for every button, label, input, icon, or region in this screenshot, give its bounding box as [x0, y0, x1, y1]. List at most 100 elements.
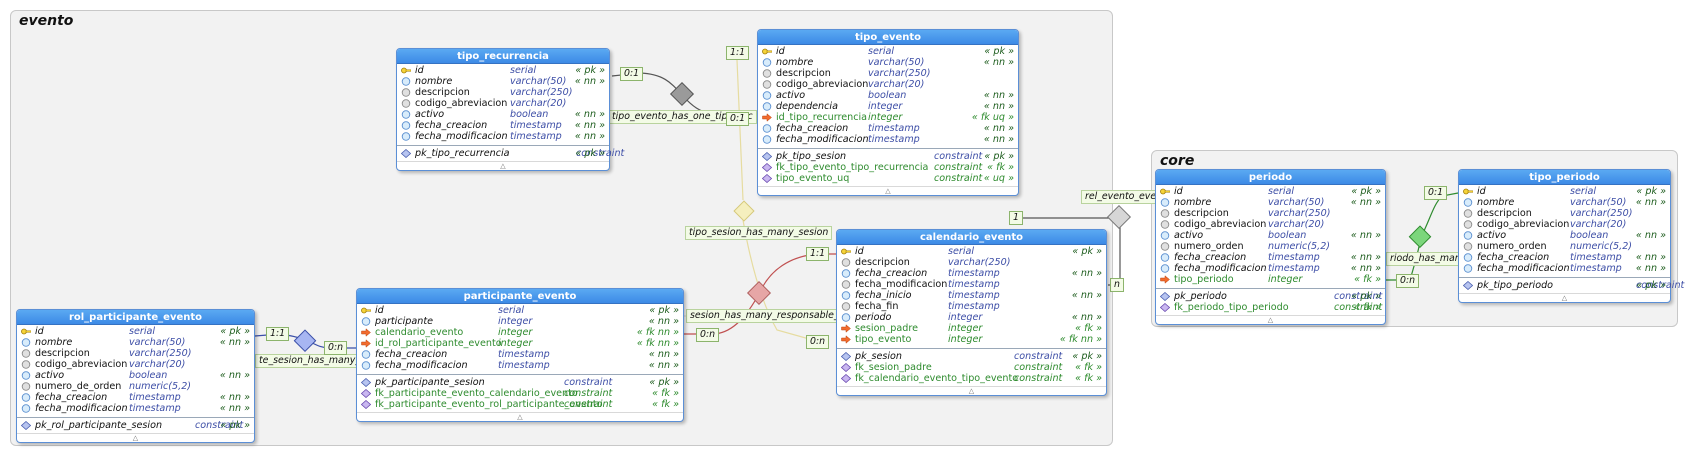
rel-label-periodo-has-many[interactable]: riodo_has_many_ — [1386, 252, 1475, 266]
rel-diamond-gray-self[interactable] — [1106, 204, 1132, 230]
collapse-toggle-icon[interactable]: △ — [1459, 293, 1670, 302]
table-header[interactable]: tipo_periodo — [1459, 170, 1670, 185]
table-header[interactable]: tipo_evento — [758, 30, 1018, 45]
rel-periodo-tipo-periodo[interactable] — [1386, 192, 1459, 281]
rel-diamond-red[interactable] — [746, 280, 772, 306]
collapse-toggle-icon[interactable]: △ — [17, 433, 254, 442]
rel-diamond-blue[interactable] — [293, 329, 317, 353]
collapse-toggle-icon[interactable]: △ — [397, 161, 609, 170]
collapse-toggle-icon[interactable]: △ — [758, 186, 1018, 195]
rel-label-tipo-sesion-has-many[interactable]: tipo_sesion_has_many_sesion — [685, 226, 833, 240]
constraint-row[interactable]: fk_participante_evento_calendario_evento… — [357, 388, 683, 399]
rel-rol-participante[interactable] — [254, 329, 358, 361]
rel-label-rol-participante[interactable]: te_sesion_has_many_parti — [255, 354, 386, 368]
rel-diamond-green[interactable] — [1408, 225, 1432, 249]
table-header[interactable]: calendario_evento — [837, 230, 1106, 245]
table-header[interactable]: tipo_recurrencia — [397, 49, 609, 64]
collapse-toggle-icon[interactable]: △ — [1156, 315, 1385, 324]
rel-diamond-yellow[interactable] — [733, 200, 755, 222]
collapse-toggle-icon[interactable]: △ — [837, 386, 1106, 395]
table-header[interactable]: participante_evento — [357, 289, 683, 304]
rel-diamond-gray[interactable] — [669, 81, 695, 107]
table-header[interactable]: periodo — [1156, 170, 1385, 185]
table-header[interactable]: rol_participante_evento — [17, 310, 254, 325]
constraint-row[interactable]: fk_participante_evento_rol_participante_… — [357, 399, 683, 410]
collapse-toggle-icon[interactable]: △ — [357, 412, 683, 421]
